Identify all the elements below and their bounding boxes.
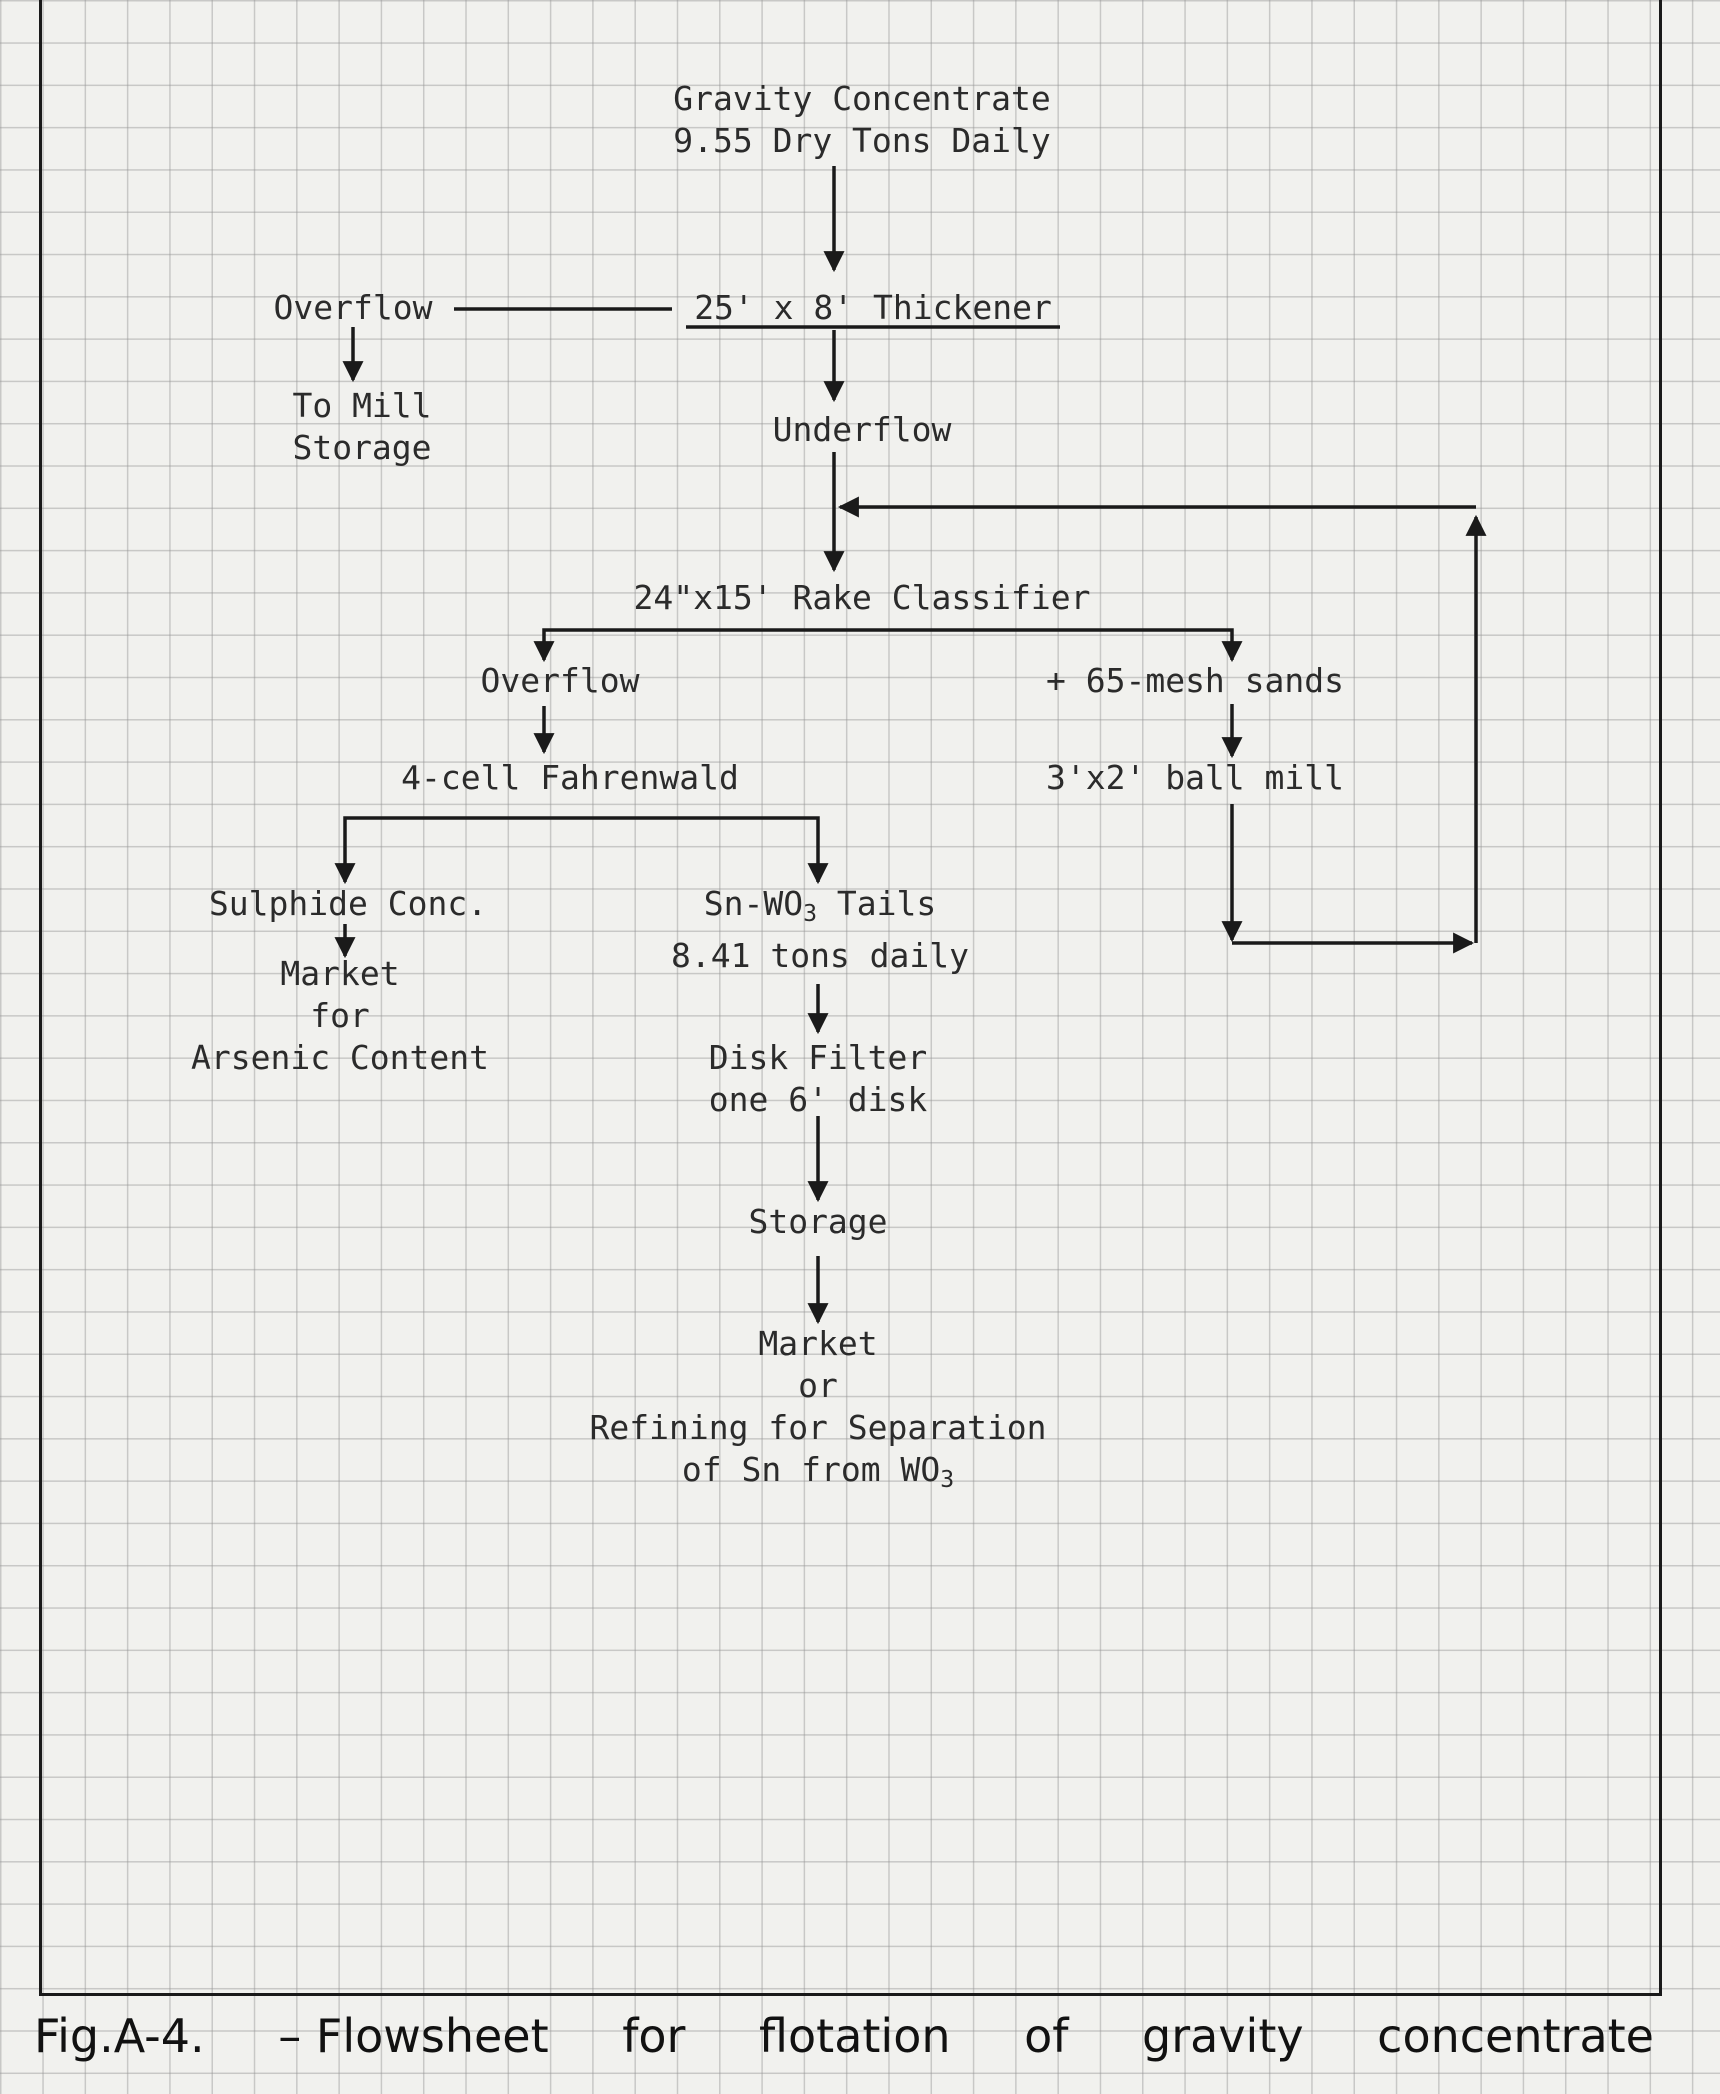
caption-word: for (622, 2009, 686, 2063)
diagram-frame (39, 0, 1662, 1996)
arsenic-market-node: Market for Arsenic Content (190, 954, 490, 1077)
tails-node: Sn-WO3 Tails 8.41 tons daily (670, 884, 970, 975)
caption-word: concentrate (1377, 2009, 1654, 2063)
thickener-overflow-node: Overflow (273, 288, 433, 327)
underflow-node: Underflow (772, 410, 952, 449)
caption-word: – Flowsheet (278, 2009, 549, 2063)
sulphide-conc-node: Sulphide Conc. (208, 884, 488, 923)
thickener-node: 25' x 8' Thickener (694, 288, 1052, 327)
feed-node: Gravity Concentrate 9.55 Dry Tons Daily (673, 79, 1051, 160)
figure-caption: Fig.A-4. – Flowsheet for flotation of gr… (34, 2008, 1654, 2064)
classifier-overflow-node: Overflow (480, 661, 640, 700)
caption-word: of (1024, 2009, 1069, 2063)
line-classifier-split (533, 628, 1243, 663)
caption-word: flotation (759, 2009, 951, 2063)
storage-node: Storage (748, 1202, 888, 1241)
ball-mill-node: 3'x2' ball mill (1045, 758, 1345, 797)
final-market-node: Market or Refining for Separation of Sn … (589, 1324, 1047, 1493)
mill-storage-node: To Mill Storage (292, 386, 432, 467)
sands-node: + 65-mesh sands (1045, 661, 1345, 700)
caption-word: Fig.A-4. (34, 2009, 205, 2063)
line-flotation-split (334, 816, 829, 885)
flotation-node: 4-cell Fahrenwald (401, 758, 739, 797)
caption-word: gravity (1142, 2009, 1304, 2063)
classifier-node: 24"x15' Rake Classifier (633, 578, 1091, 617)
disk-filter-node: Disk Filter one 6' disk (708, 1038, 928, 1119)
